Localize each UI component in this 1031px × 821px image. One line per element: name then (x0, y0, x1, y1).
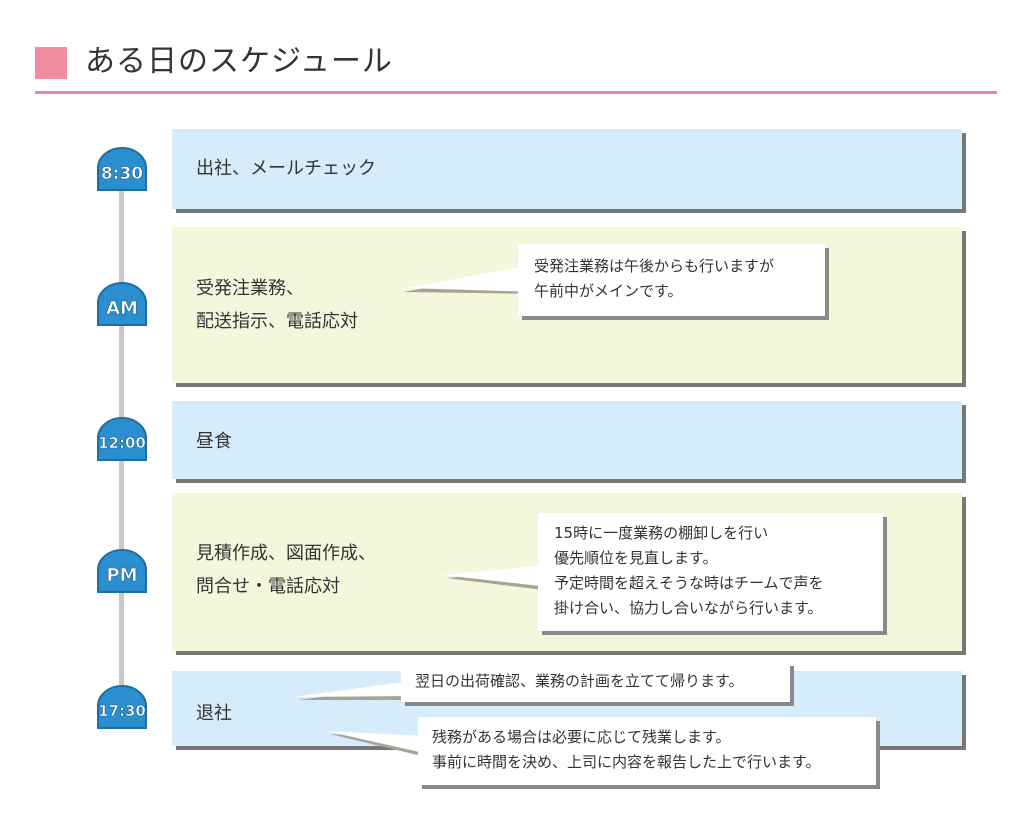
time-badge-0: 8:30 (93, 146, 151, 192)
time-badge-1: AM (93, 281, 151, 327)
time-badge-4-label: 17:30 (98, 702, 146, 720)
callout-leave-1-line-0: 残務がある場合は必要に応じて残業します。 (432, 728, 731, 746)
schedule-row-2-label-0: 昼食 (196, 431, 232, 452)
time-badge-4: 17:30 (93, 684, 151, 730)
callout-pm: 15時に一度業務の棚卸しを行い 優先順位を見直します。 予定時間を超えそうな時は… (538, 513, 883, 631)
schedule-row-1-label-0: 受発注業務、 (196, 278, 304, 299)
callout-pm-line-2: 予定時間を超えそうな時はチームで声を (554, 574, 824, 592)
schedule-row-3-label-1: 問合せ・電話応対 (196, 576, 340, 597)
title-divider (35, 91, 997, 94)
schedule-row-1-label-1: 配送指示、電話応対 (196, 311, 358, 332)
callout-pm-line-1: 優先順位を見直します。 (554, 549, 718, 567)
time-badge-2: 12:00 (93, 416, 151, 462)
callout-pm-line-3: 掛け合い、協力し合いながら行います。 (554, 599, 823, 617)
time-badge-0-label: 8:30 (101, 164, 143, 184)
schedule-row-4-label-0: 退社 (196, 703, 232, 724)
title-accent-square (35, 47, 67, 79)
time-badge-2-label: 12:00 (98, 434, 146, 452)
time-badge-1-label: AM (106, 298, 138, 319)
callout-pm-line-0: 15時に一度業務の棚卸しを行い (554, 524, 769, 542)
callout-leave-1: 残務がある場合は必要に応じて残業します。 事前に時間を決め、上司に内容を報告した… (418, 717, 876, 785)
time-badge-3-label: PM (106, 565, 137, 586)
schedule-row-3-label-0: 見積作成、図面作成、 (196, 543, 376, 564)
schedule-row-0-label-0: 出社、メールチェック (196, 158, 376, 179)
callout-am: 受発注業務は午後からも行いますが 午前中がメインです。 (518, 244, 825, 316)
page-title: ある日のスケジュール (85, 44, 393, 79)
time-badge-3: PM (93, 548, 151, 594)
schedule-row-0: 出社、メールチェック (172, 129, 962, 209)
callout-leave-1-line-1: 事前に時間を決め、上司に内容を報告した上で行います。 (432, 753, 821, 771)
callout-am-line-0: 受発注業務は午後からも行いますが (534, 257, 775, 275)
schedule-row-2: 昼食 (172, 401, 962, 479)
callout-leave-0: 翌日の出荷確認、業務の計画を立てて帰ります。 (401, 662, 790, 702)
callout-leave-0-line-0: 翌日の出荷確認、業務の計画を立てて帰ります。 (415, 672, 744, 690)
callout-am-line-1: 午前中がメインです。 (534, 282, 683, 300)
